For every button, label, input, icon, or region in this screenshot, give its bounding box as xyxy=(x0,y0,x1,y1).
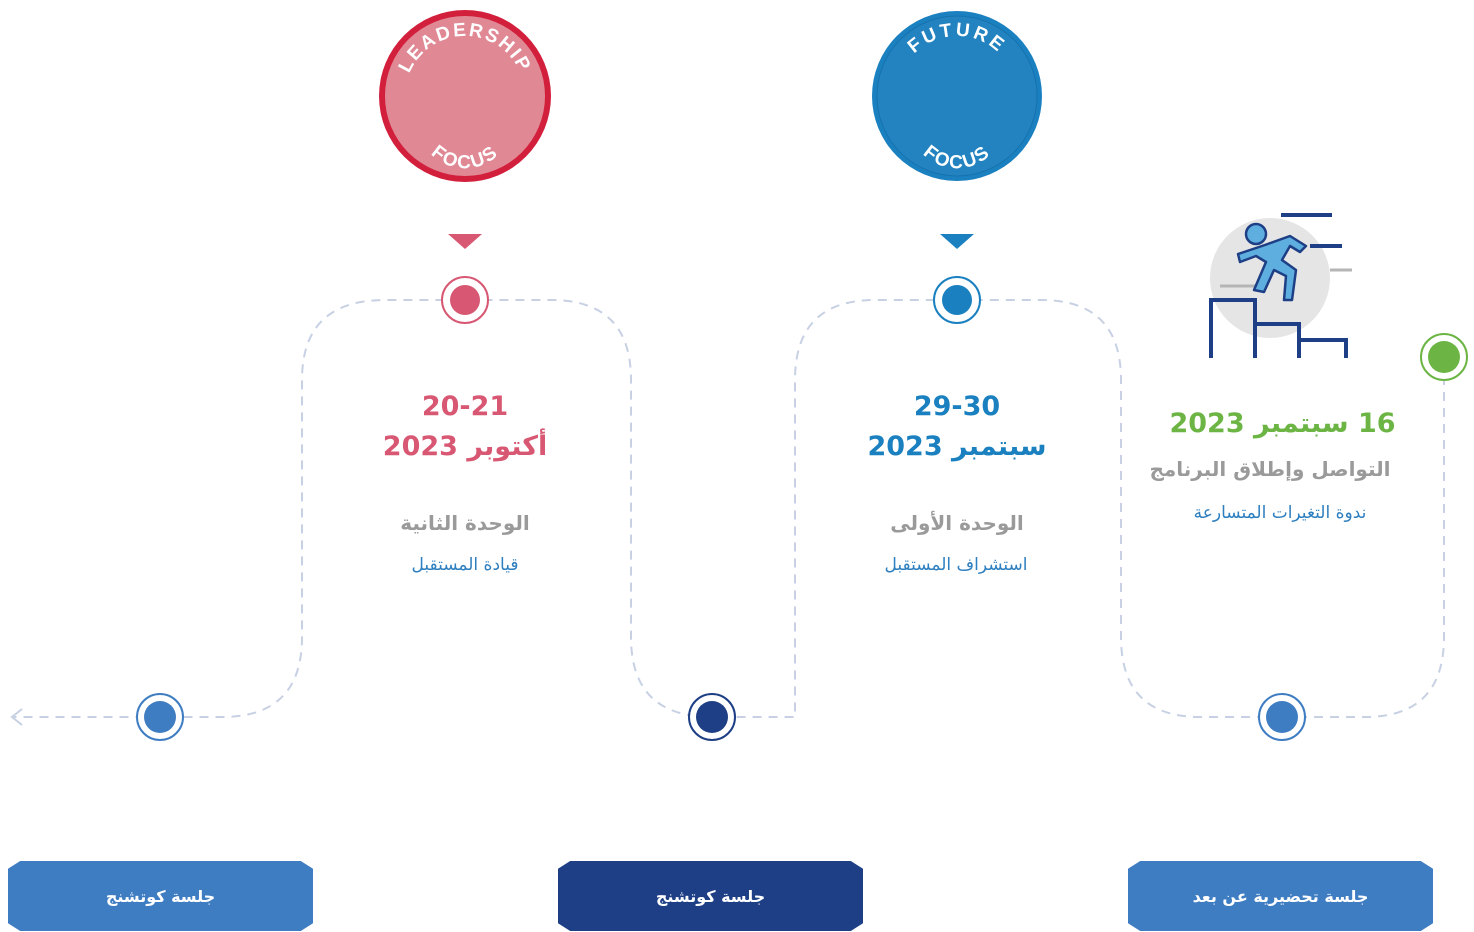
future-focus-badge: FUTURE FOCUS xyxy=(872,11,1042,181)
timeline-marker xyxy=(1420,333,1468,381)
stage-date-line1: 29-30 xyxy=(913,391,1001,422)
timeline-marker xyxy=(441,276,489,324)
timeline-marker xyxy=(933,276,981,324)
timeline-marker xyxy=(688,693,736,741)
pointer-triangle-icon xyxy=(448,234,482,249)
stage-date-line1: 16 سبتمبر 2023 xyxy=(1169,408,1396,439)
stage-date-line2: سبتمبر 2023 xyxy=(867,431,1047,462)
stage-subtitle: ندوة التغيرات المتسارعة xyxy=(1193,503,1367,523)
remote-prep-session-button[interactable]: جلسة تحضيرية عن بعد xyxy=(1128,861,1433,931)
stage-subtitle: استشراف المستقبل xyxy=(884,555,1028,575)
timeline-marker xyxy=(1258,693,1306,741)
timeline-marker xyxy=(136,693,184,741)
coaching-session-button[interactable]: جلسة كوتشنج xyxy=(558,861,863,931)
timeline-path xyxy=(14,299,1445,718)
stage-unit-title: الوحدة الأولى xyxy=(890,511,1024,535)
pointer-triangle-icon xyxy=(940,234,974,249)
arrow-left-icon xyxy=(10,708,23,726)
stage-subtitle: قيادة المستقبل xyxy=(411,555,519,575)
person-climbing-stairs-icon xyxy=(1209,213,1352,358)
stage-date-line2: أكتوبر 2023 xyxy=(382,431,548,462)
stage-date-line1: 20-21 xyxy=(421,391,509,422)
stage-unit-title: الوحدة الثانية xyxy=(400,511,530,535)
stage-unit-title: التواصل وإطلاق البرنامج xyxy=(1149,457,1391,481)
coaching-session-button[interactable]: جلسة كوتشنج xyxy=(8,861,313,931)
leadership-focus-badge: LEADERSHIP FOCUS xyxy=(379,10,551,182)
